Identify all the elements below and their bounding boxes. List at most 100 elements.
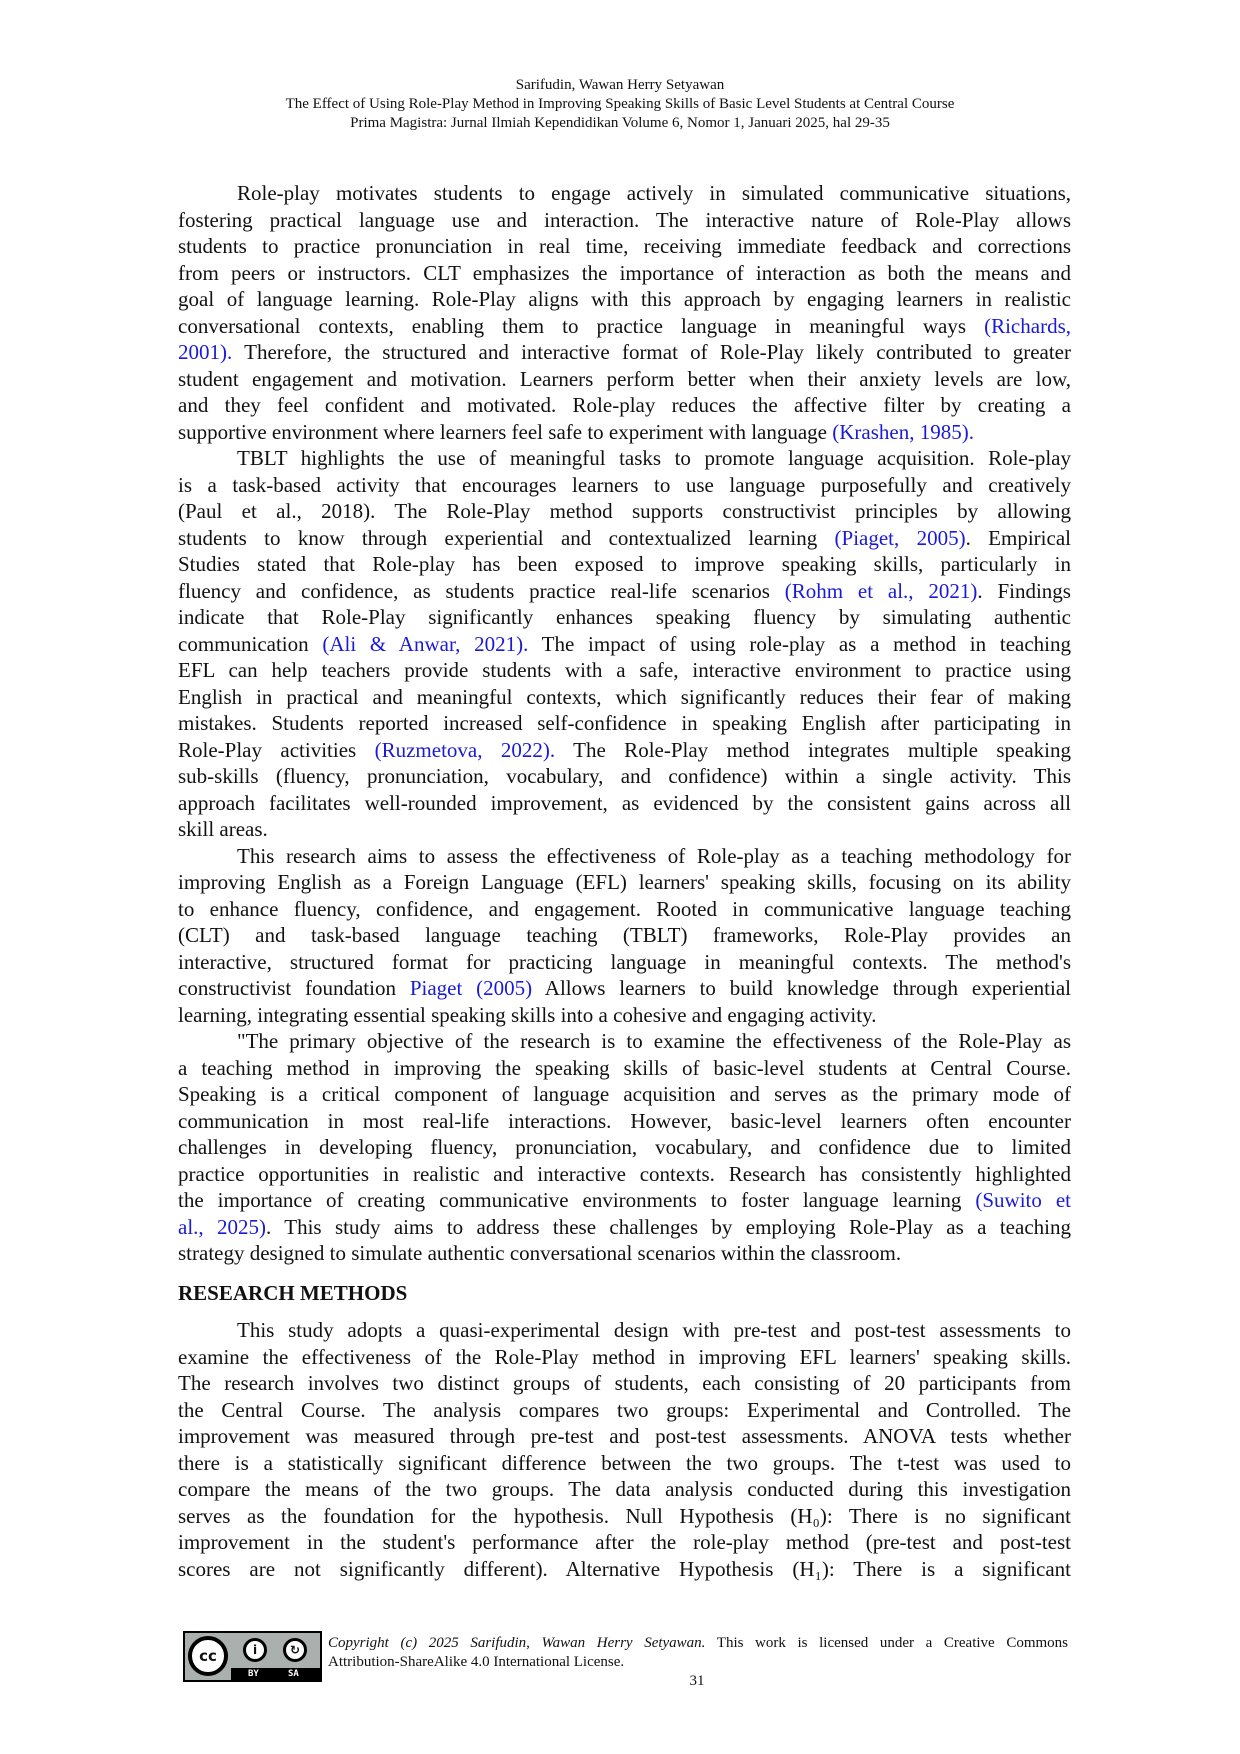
citation-link[interactable]: al., 2025) <box>178 1214 267 1239</box>
citation-link[interactable]: (Rohm et al., 2021) <box>784 578 978 603</box>
text-line: from peers or instructors. CLT emphasize… <box>178 260 1071 287</box>
text-run: fostering practical language use and int… <box>178 207 1071 232</box>
text-line: The research involves two distinct group… <box>178 1370 1071 1397</box>
text-run: improvement in the student's performance… <box>178 1530 1071 1554</box>
text-line: and they feel confident and motivated. R… <box>178 392 1071 419</box>
text-line: goal of language learning. Role-Play ali… <box>178 286 1071 313</box>
text-run: the Central Course. The analysis compare… <box>178 1397 1071 1422</box>
text-line: examine the effectiveness of the Role-Pl… <box>178 1344 1071 1371</box>
text-run: Role-Play activities <box>178 737 375 762</box>
text-run: Role-play motivates students to engage a… <box>237 181 1071 205</box>
attribution-person-icon: i <box>243 1638 267 1662</box>
citation-link[interactable]: (Piaget, 2005) <box>834 525 966 550</box>
text-run: mistakes. Students reported increased se… <box>178 711 1071 735</box>
text-run: from peers or instructors. CLT emphasize… <box>178 260 1071 285</box>
paragraph: TBLT highlights the use of meaningful ta… <box>178 445 1071 843</box>
text-run: TBLT highlights the use of meaningful ta… <box>237 446 1071 470</box>
creative-commons-icon: cc <box>188 1636 228 1676</box>
text-run: compare the means of the two groups. The… <box>178 1477 1071 1501</box>
text-line: English in practical and meaningful cont… <box>178 684 1071 711</box>
license-name[interactable]: Attribution-ShareAlike 4.0 International… <box>328 1654 625 1670</box>
text-run: is a task-based activity that encourages… <box>178 472 1071 497</box>
text-run: This research aims to assess the effecti… <box>237 843 1071 868</box>
article-body: Role-play motivates students to engage a… <box>178 180 1071 1582</box>
text-line: learning, integrating essential speaking… <box>178 1002 1071 1029</box>
text-run: skill areas. <box>178 817 268 841</box>
citation-link[interactable]: 2001). <box>178 340 233 364</box>
text-run: English in practical and meaningful cont… <box>178 684 1071 709</box>
text-line: strategy designed to simulate authentic … <box>178 1240 1071 1267</box>
text-line: (Paul et al., 2018). The Role-Play metho… <box>178 498 1071 525</box>
text-line: fostering practical language use and int… <box>178 207 1071 234</box>
text-line: improvement was measured through pre-tes… <box>178 1423 1071 1450</box>
text-run: to enhance fluency, confidence, and enga… <box>178 896 1071 921</box>
text-run: practice opportunities in realistic and … <box>178 1161 1071 1186</box>
text-run: Allows learners to build knowledge throu… <box>532 976 1071 1000</box>
text-line: interactive, structured format for pract… <box>178 949 1071 976</box>
running-head-title: The Effect of Using Role-Play Method in … <box>285 96 955 112</box>
text-line: indicate that Role-Play significantly en… <box>178 604 1071 631</box>
text-run: Therefore, the structured and interactiv… <box>232 340 1071 364</box>
text-run: interactive, structured format for pract… <box>178 949 1071 974</box>
text-run: there is a statistically significant dif… <box>178 1450 1071 1475</box>
citation-link[interactable]: (Ruzmetova, 2022). <box>374 737 556 762</box>
text-line: improving English as a Foreign Language … <box>178 869 1071 896</box>
by-label: BY <box>248 1669 259 1679</box>
text-run: sub-skills (fluency, pronunciation, voca… <box>178 764 1071 788</box>
paragraph: This research aims to assess the effecti… <box>178 843 1071 1029</box>
share-alike-icon: ↻ <box>283 1638 307 1662</box>
text-line: Role-play motivates students to engage a… <box>178 180 1071 207</box>
text-run: "The primary objective of the research i… <box>237 1029 1071 1053</box>
text-run: students to know through experiential an… <box>178 525 835 550</box>
text-run: constructivist foundation <box>178 976 410 1000</box>
text-run: (CLT) and task-based language teaching (… <box>178 923 1071 947</box>
text-line: This research aims to assess the effecti… <box>178 843 1071 870</box>
text-line: "The primary objective of the research i… <box>178 1028 1071 1055</box>
text-line: to enhance fluency, confidence, and enga… <box>178 896 1071 923</box>
text-line: 2001). Therefore, the structured and int… <box>178 339 1071 366</box>
text-line: conversational contexts, enabling them t… <box>178 313 1071 340</box>
text-run: goal of language learning. Role-Play ali… <box>178 287 1071 311</box>
text-line: students to know through experiential an… <box>178 525 1071 552</box>
text-run: indicate that Role-Play significantly en… <box>178 605 1071 629</box>
citation-link[interactable]: (Ali & Anwar, 2021). <box>322 631 529 656</box>
text-line: supportive environment where learners fe… <box>178 419 1071 446</box>
text-line: challenges in developing fluency, pronun… <box>178 1134 1071 1161</box>
text-line: EFL can help teachers provide students w… <box>178 657 1071 684</box>
text-line: constructivist foundation Piaget (2005) … <box>178 975 1071 1002</box>
text-run: challenges in developing fluency, pronun… <box>178 1135 1071 1159</box>
citation-link[interactable]: (Krashen, 1985). <box>832 419 974 444</box>
citation-link[interactable]: (Suwito et <box>975 1188 1071 1212</box>
paragraph: "The primary objective of the research i… <box>178 1028 1071 1267</box>
copyright-notice: Copyright (c) 2025 Sarifudin, Wawan Herr… <box>328 1635 706 1651</box>
text-line: skill areas. <box>178 816 1071 843</box>
text-run: serves as the foundation for the hypothe… <box>178 1503 1071 1528</box>
text-line: a teaching method in improving the speak… <box>178 1055 1071 1082</box>
text-line: mistakes. Students reported increased se… <box>178 710 1071 737</box>
text-run: supportive environment where learners fe… <box>178 419 833 444</box>
text-line: communication in most real-life interact… <box>178 1108 1071 1135</box>
text-line: fluency and confidence, as students prac… <box>178 578 1071 605</box>
cc-by-sa-license-badge[interactable]: cc i ↻ BY SA <box>183 1631 322 1682</box>
paragraph: This study adopts a quasi-experimental d… <box>178 1317 1071 1582</box>
text-line: students to practice pronunciation in re… <box>178 233 1071 260</box>
text-line: is a task-based activity that encourages… <box>178 472 1071 499</box>
text-run: students to practice pronunciation in re… <box>178 234 1071 258</box>
text-run: examine the effectiveness of the Role-Pl… <box>178 1344 1071 1369</box>
running-head: Sarifudin, Wawan Herry Setyawan The Effe… <box>0 76 1240 133</box>
citation-link[interactable]: (Richards, <box>984 313 1071 338</box>
text-run: The research involves two distinct group… <box>178 1371 1071 1395</box>
text-line: the Central Course. The analysis compare… <box>178 1397 1071 1424</box>
citation-link[interactable]: Piaget (2005) <box>409 976 533 1000</box>
text-run: . Empirical <box>965 525 1071 550</box>
text-run: strategy designed to simulate authentic … <box>178 1241 902 1265</box>
text-line: approach facilitates well-rounded improv… <box>178 790 1071 817</box>
text-run: Studies stated that Role-play has been e… <box>178 552 1071 576</box>
text-line: This study adopts a quasi-experimental d… <box>178 1317 1071 1344</box>
text-run: scores are not significantly different).… <box>178 1556 1071 1581</box>
text-line: student engagement and motivation. Learn… <box>178 366 1071 393</box>
text-run: a teaching method in improving the speak… <box>178 1055 1071 1080</box>
paragraph: Role-play motivates students to engage a… <box>178 180 1071 445</box>
text-line: al., 2025). This study aims to address t… <box>178 1214 1071 1241</box>
text-line: TBLT highlights the use of meaningful ta… <box>178 445 1071 472</box>
